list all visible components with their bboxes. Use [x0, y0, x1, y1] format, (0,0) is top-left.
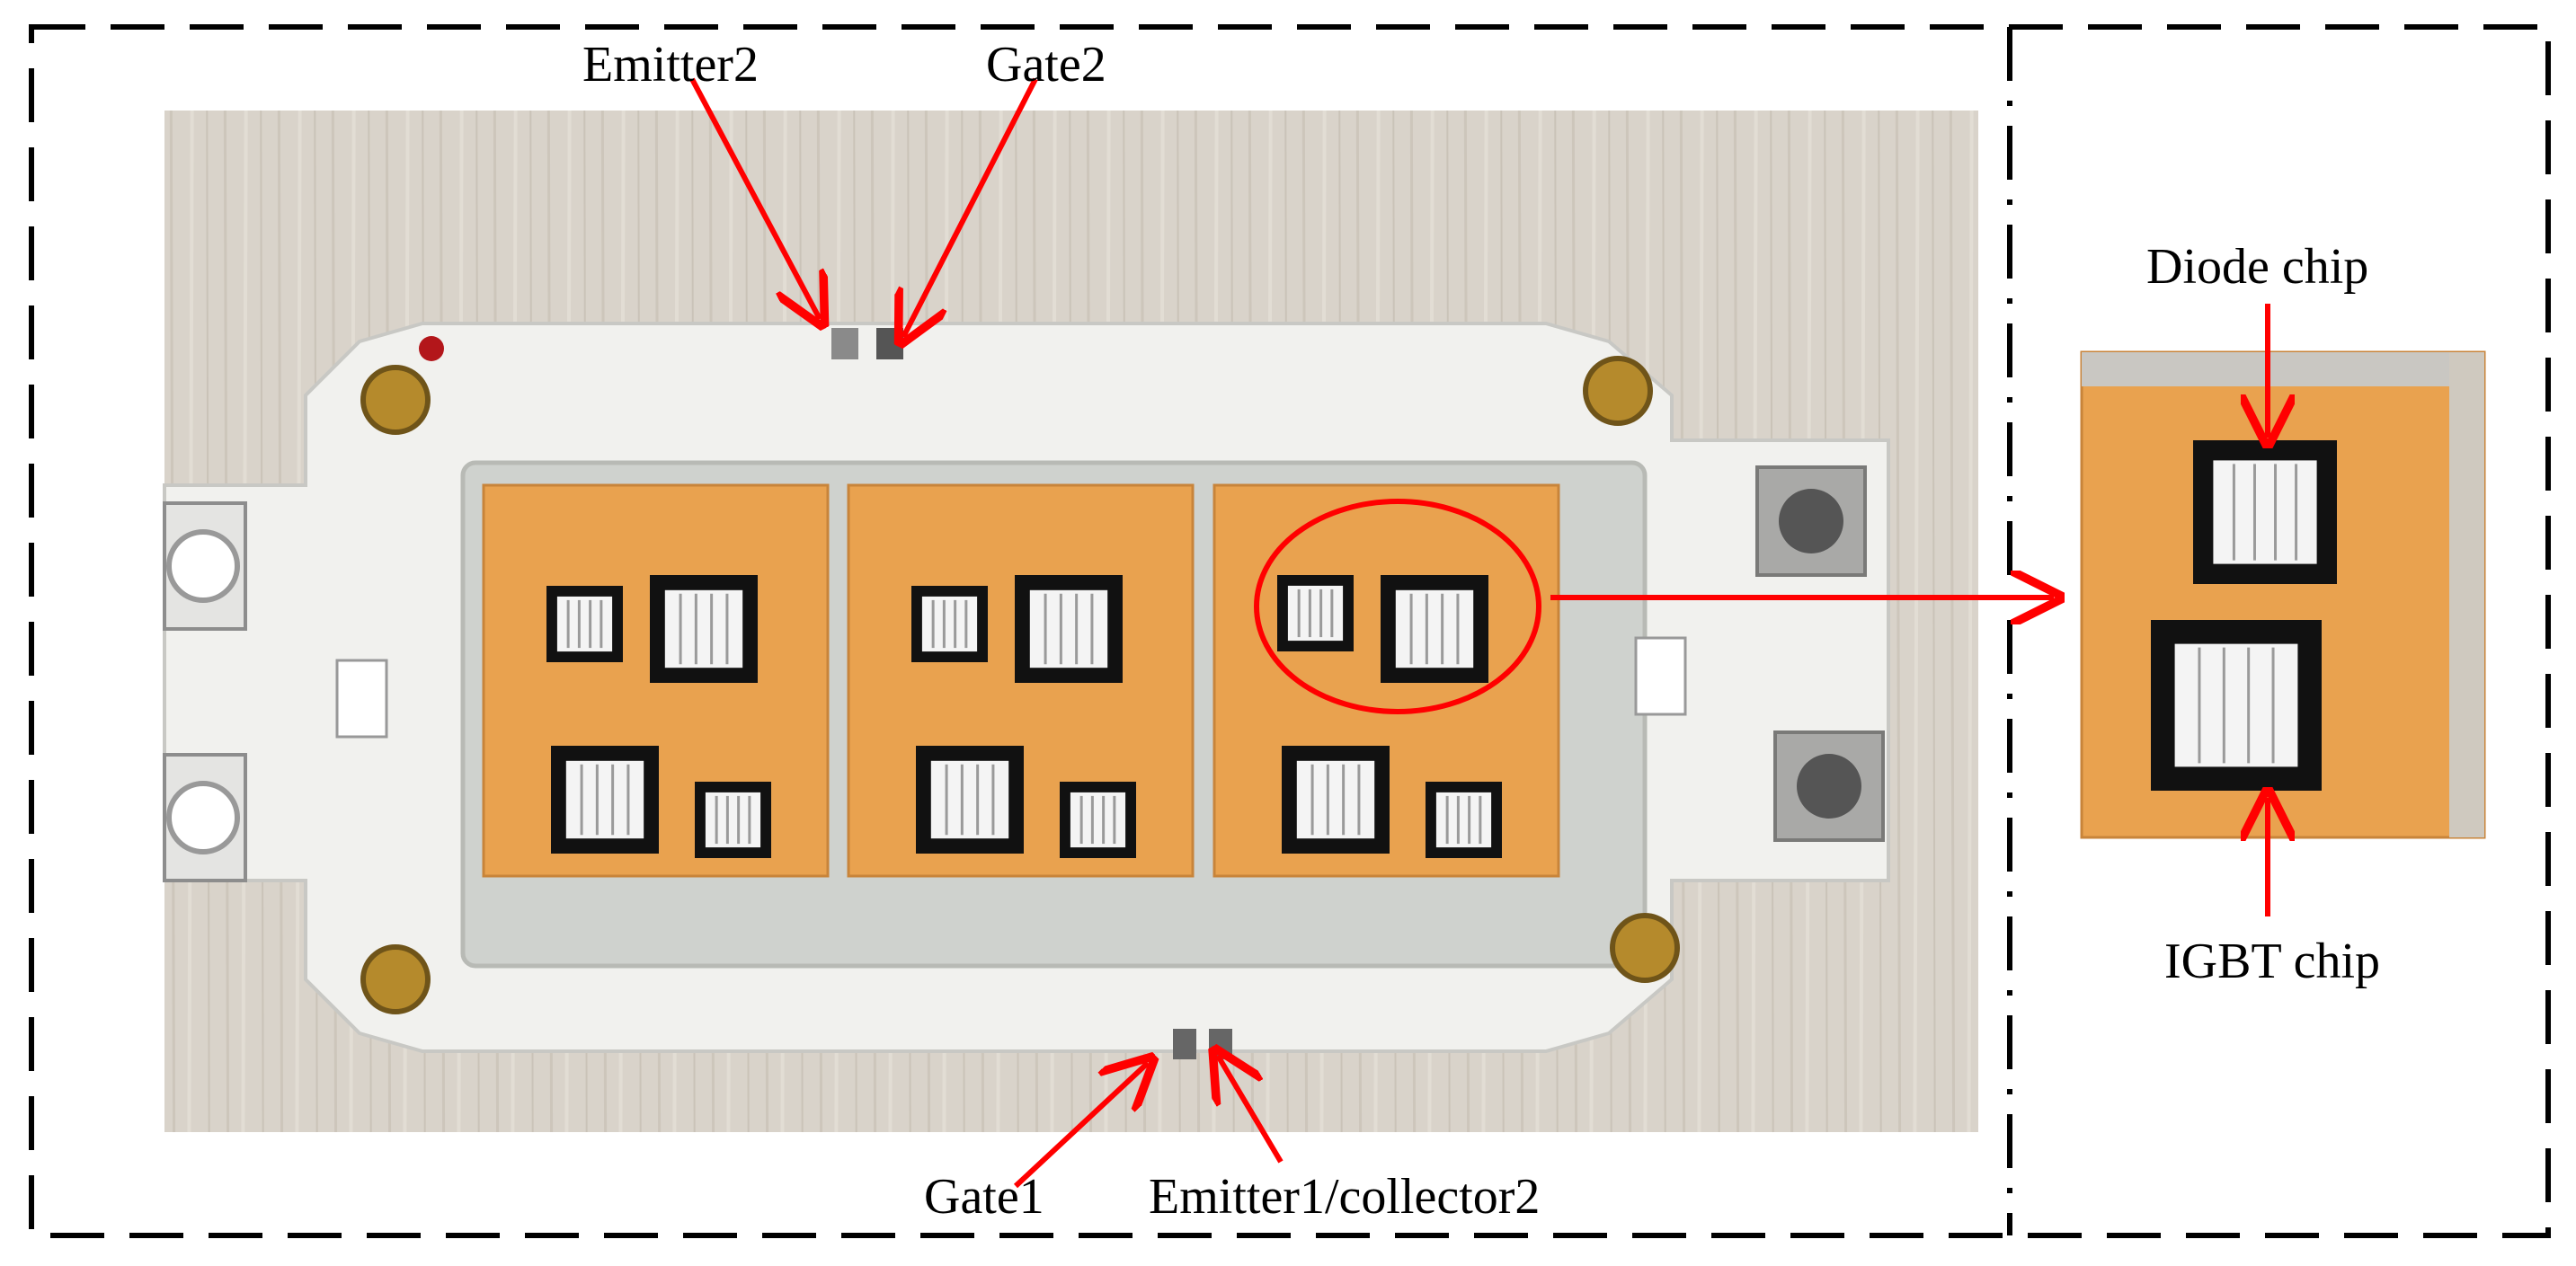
diode-chip-3b-face	[1435, 792, 1492, 848]
dashed-frame	[29, 24, 2551, 1238]
pin-emitter2	[831, 328, 858, 359]
pin-emitter1-collector2	[1209, 1029, 1232, 1059]
igbt-chip-3a	[1381, 575, 1488, 683]
inset-igbt-chip	[2151, 620, 2322, 791]
arrow-gate1	[1013, 1063, 1148, 1189]
side-connector-left	[335, 659, 388, 739]
bolt-bottom-left	[360, 944, 431, 1014]
diode-chip-1a-face	[556, 596, 613, 652]
igbt-chip-1b	[551, 746, 659, 854]
diode-chip-2a-face	[921, 596, 978, 652]
power-terminals	[163, 465, 1885, 882]
diode-chip-1b	[695, 782, 771, 858]
module-photo	[163, 111, 1978, 1132]
outer-dashed-border	[29, 24, 2551, 1238]
mounting-bolts	[360, 336, 1680, 1014]
inset-right-edge	[2449, 352, 2484, 837]
igbt-chip-3a-face	[1395, 589, 1474, 668]
bolt-bottom-right	[1610, 913, 1680, 983]
diode-chip-1a	[546, 586, 623, 662]
diode-chip-1b-face	[705, 792, 761, 848]
igbt-chip-1b-face	[565, 760, 644, 839]
arrow-gate2	[903, 77, 1038, 337]
igbt-chip-3b-face	[1296, 760, 1375, 839]
inset-diode-chip-face	[2213, 460, 2317, 564]
diode-chip-2b	[1060, 782, 1136, 858]
annotation-labels: Emitter2 Gate2 Diode chip IGBT chip Gate…	[582, 37, 2380, 1225]
igbt-chip-3b	[1282, 746, 1390, 854]
diode-chip-2a	[911, 586, 988, 662]
igbt-chip-1a	[650, 575, 758, 683]
terminal-hole	[166, 781, 240, 854]
label-gate2: Gate2	[986, 37, 1106, 93]
igbt-chip-2b	[916, 746, 1024, 854]
diode-chip-3a-face	[1287, 585, 1344, 642]
diode-chip-2b-face	[1070, 792, 1126, 848]
inset-top-edge	[2082, 352, 2484, 386]
red-marker	[419, 336, 444, 361]
bolt-top-left	[360, 365, 431, 435]
highlight-ellipse	[1254, 499, 1541, 714]
chip-layer	[546, 575, 1502, 858]
pin-gate1	[1173, 1029, 1196, 1059]
terminal-hole	[166, 529, 240, 603]
diode-chip-3a	[1277, 575, 1354, 651]
bolt-top-right	[1583, 356, 1653, 426]
label-igbt-chip: IGBT chip	[2164, 934, 2380, 989]
label-diode-chip: Diode chip	[2146, 239, 2368, 295]
arrow-emitter1-collector2	[1218, 1056, 1284, 1164]
diode-chip-3b	[1426, 782, 1502, 858]
label-emitter1-collector2: Emitter1/collector2	[1149, 1169, 1540, 1225]
igbt-chip-1a-face	[664, 589, 743, 668]
annotation-arrows	[689, 77, 2268, 1189]
igbt-chip-2a	[1015, 575, 1123, 683]
terminal-hole	[1779, 489, 1843, 553]
pin-gate2	[876, 328, 903, 359]
label-gate1: Gate1	[924, 1169, 1044, 1225]
igbt-chip-2b-face	[930, 760, 1009, 839]
arrow-emitter2	[689, 77, 820, 319]
terminal-hole	[1797, 754, 1861, 819]
igbt-chip-2a-face	[1029, 589, 1108, 668]
inset-photo	[2080, 350, 2486, 839]
inset-igbt-chip-face	[2174, 643, 2298, 767]
side-connector-right	[1634, 636, 1687, 716]
inset-chip-layer	[2151, 440, 2337, 791]
inset-diode-chip	[2193, 440, 2337, 584]
label-emitter2: Emitter2	[582, 37, 759, 93]
